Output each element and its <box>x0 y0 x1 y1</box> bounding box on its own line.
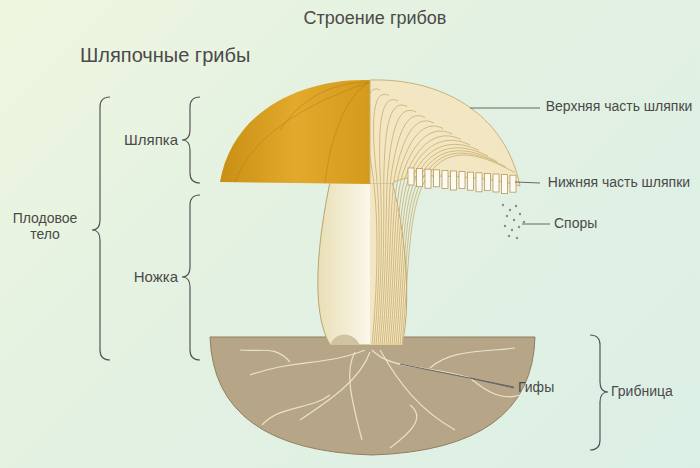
cap-left <box>220 80 370 184</box>
part-label: Плодовое тело <box>2 210 88 242</box>
part-label: Споры <box>554 215 634 231</box>
part-label: Верхняя часть шляпки <box>544 98 694 114</box>
part-label: Шляпка <box>100 131 178 148</box>
leader-lines <box>400 108 550 388</box>
mycelium-hyphae <box>240 348 520 448</box>
spores-dots <box>502 204 525 239</box>
stem-base <box>330 334 360 345</box>
gills <box>408 168 516 194</box>
diagram-title: Строение грибов <box>230 8 520 29</box>
cap-shading <box>235 82 370 183</box>
part-label: Грибница <box>611 383 697 399</box>
part-label: Гифы <box>518 379 578 395</box>
subtitle: Шляпочные грибы <box>80 44 310 67</box>
brackets <box>92 97 608 450</box>
part-label: Нижняя часть шляпки <box>544 174 694 190</box>
soil <box>210 337 535 455</box>
part-label: Ножка <box>100 268 178 285</box>
hyphae-fibers <box>370 89 515 345</box>
